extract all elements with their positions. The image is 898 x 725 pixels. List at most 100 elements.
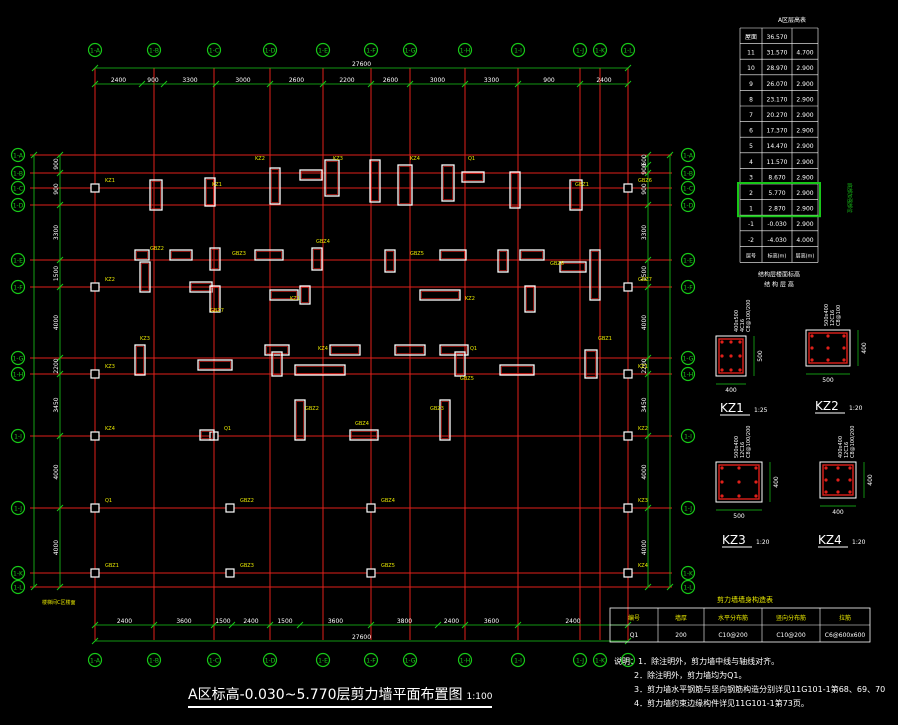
left-axis-bubble-9-circle (10, 500, 26, 516)
column-mark-5 (90, 568, 100, 578)
elev-cell-3-2: 2.900 (796, 81, 813, 88)
right-dim-text-0: 600 (641, 154, 648, 166)
shear-wall-39-rebar (586, 351, 596, 377)
wall-tag-2: KZ3 (333, 156, 343, 162)
wall-table-hdr-0: 编号 (628, 614, 640, 622)
col-dim-w-2: 500 (733, 513, 745, 520)
left-dim-tick-2 (56, 201, 64, 209)
top-axis-bubble-4-circle (315, 42, 331, 58)
shear-wall-29-rebar (136, 346, 144, 374)
top-dim-text-1: 900 (147, 77, 159, 84)
shear-wall-9-rebar (511, 173, 519, 207)
elev-side-note: 底部加强部位 (846, 183, 853, 213)
shear-wall-21 (589, 249, 601, 301)
elev-cell-10-2: 2.900 (796, 190, 813, 197)
right-dim-tick-7 (644, 370, 652, 378)
right-axis-bubble-5-label: 1-F (683, 285, 693, 292)
col-bar-2-2-1 (754, 480, 758, 484)
shear-wall-11-rebar (136, 251, 148, 259)
elev-hdr-1: 标高(m) (768, 252, 787, 259)
shear-wall-7-rebar (443, 166, 453, 200)
top-dim-tick-9 (514, 80, 522, 88)
shear-wall-15 (254, 249, 284, 261)
left-axis-bubble-7-label: 1-H (13, 372, 24, 379)
wall-table-cell-2: C10@200 (718, 632, 747, 639)
elev-cell-11-2: 2.900 (796, 206, 813, 213)
note-2: 3．剪力墙水平钢筋与竖向钢筋构造分别详见11G101-1第68、69、70 (634, 684, 885, 694)
col-bar-3-1-2 (836, 490, 840, 494)
wall-tag-18: GBZ2 (305, 406, 319, 412)
shear-wall-24 (209, 285, 221, 313)
wall-table-cell-4: C6@600x600 (825, 632, 866, 639)
right-dim-text-9: 4000 (641, 540, 648, 555)
right-axis-bubble-4-circle (680, 252, 696, 268)
col-name-1: KZ2 (815, 399, 839, 413)
left-axis-bubble-3-label: 1-D (13, 203, 24, 210)
col-bar-0-1-1 (729, 354, 733, 358)
right-axis-bubble-5-circle (680, 279, 696, 295)
elev-cell-1-2: 4.700 (796, 50, 813, 57)
col-bar-1-1-0 (826, 334, 830, 338)
elev-cell-4-1: 23.170 (767, 96, 788, 103)
col-dim-h-0: 500 (757, 350, 764, 362)
left-axis-bubble-4-circle (10, 252, 26, 268)
top-total-dim-tick-1 (624, 64, 632, 72)
top-dim-text-7: 3000 (430, 77, 445, 84)
bottom-dim-text-4: 1500 (277, 618, 292, 625)
col-spec-3-2: C8@100/200 (850, 426, 856, 458)
right-axis-bubble-2-label: 1-C (683, 186, 693, 193)
right-axis-bubble-6-circle (680, 350, 696, 366)
shear-wall-39 (584, 349, 598, 379)
left-dim-tick-1 (56, 169, 64, 177)
column-mark-15 (623, 568, 633, 578)
col-bar-2-1-1 (737, 480, 741, 484)
right-axis-bubble-10-circle (680, 565, 696, 581)
elev-cell-9-0: 3 (749, 174, 753, 181)
col-bar-2-2-0 (754, 466, 758, 470)
col-bar-1-2-0 (842, 334, 846, 338)
shear-wall-14-rebar (211, 249, 219, 269)
col-dim-h-2: 400 (773, 476, 780, 488)
top-dim-tick-0 (91, 80, 99, 88)
right-axis-bubble-3-label: 1-D (683, 203, 694, 210)
shear-wall-18 (439, 249, 467, 261)
left-axis-bubble-10-circle (10, 565, 26, 581)
right-axis-bubble-6-label: 1-G (683, 356, 694, 363)
right-dim-tick-3 (644, 201, 652, 209)
elev-cell-1-1: 31.570 (767, 50, 788, 57)
col-bar-3-0-0 (824, 466, 828, 470)
shear-wall-2-rebar (271, 169, 279, 203)
right-axis-bubble-2-circle (680, 180, 696, 196)
right-axis-bubble-3-circle (680, 197, 696, 213)
right-dim-text-6: 2200 (641, 358, 648, 373)
elev-footer-1: 结构层楼面标高 (758, 270, 800, 278)
column-mark-4 (90, 503, 100, 513)
shear-wall-42 (439, 399, 451, 441)
column-mark-11-label: GBZ7 (638, 277, 652, 283)
top-axis-bubble-5-circle (363, 42, 379, 58)
elev-cell-9-2: 2.900 (796, 174, 813, 181)
wall-table-cell-1: 200 (675, 632, 687, 639)
col-bar-3-0-2 (824, 490, 828, 494)
shear-wall-3 (299, 169, 323, 181)
right-dim-text-3: 3300 (641, 225, 648, 240)
left-axis-bubble-9-label: 1-J (14, 506, 22, 513)
column-mark-6-label: GBZ2 (240, 498, 254, 504)
shear-wall-16 (311, 247, 323, 271)
col-dim-h-3: 400 (867, 474, 874, 486)
column-mark-1 (90, 282, 100, 292)
col-bar-2-2-2 (754, 494, 758, 498)
shear-wall-20 (519, 249, 545, 261)
shear-wall-10-rebar (571, 181, 581, 209)
col-bar-3-1-1 (836, 478, 840, 482)
wall-tag-4: Q1 (468, 156, 475, 162)
column-mark-11 (623, 282, 633, 292)
top-axis-bubble-2-label: 1-C (209, 48, 219, 55)
bottom-axis-bubble-7-circle (457, 652, 473, 668)
shear-wall-19 (497, 249, 509, 273)
shear-wall-40-rebar (296, 401, 304, 439)
col-detail-stirrup-0 (718, 338, 744, 374)
top-dim-tick-11 (624, 80, 632, 88)
bottom-axis-bubble-3-label: 1-D (265, 658, 276, 665)
col-spec-3-1: 12C16 (844, 442, 850, 458)
